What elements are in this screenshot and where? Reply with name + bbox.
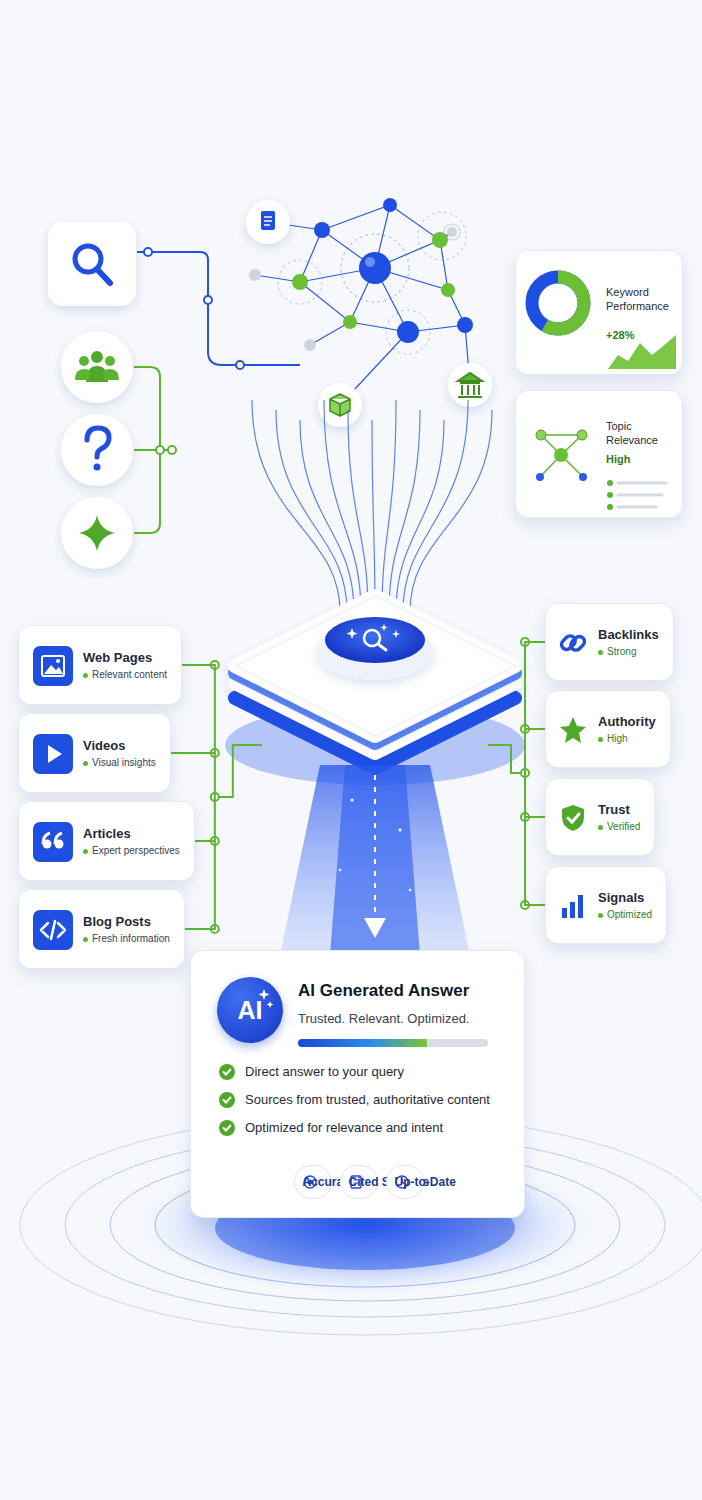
node-text: Expert perspectives [83, 845, 180, 856]
connector [525, 817, 545, 905]
check-icon [219, 1092, 235, 1112]
node-title: Topic Relevance [606, 419, 680, 447]
node-text: High [606, 453, 680, 465]
connector [525, 642, 545, 729]
data-stream [252, 400, 340, 612]
data-stream [389, 410, 420, 612]
source-card: ArticlesExpert perspectives [18, 801, 195, 881]
signal-card: BacklinksStrong [545, 603, 674, 681]
signal-card: TrustVerified [545, 778, 655, 856]
node-text: Sources from trusted, authoritative cont… [245, 1092, 490, 1108]
icon [516, 391, 684, 523]
answer-card: AI Generated AnswerTrusted. Relevant. Op… [190, 950, 525, 1218]
node-text: Optimized for relevance and intent [245, 1120, 443, 1136]
search-platform [225, 596, 525, 785]
chip: Up-to-Date [386, 1165, 424, 1199]
data-streams [252, 400, 492, 612]
light-beam [280, 765, 470, 955]
node-title: Up-to-Date [395, 1175, 456, 1189]
node-text: High [598, 733, 656, 744]
icon [33, 822, 73, 866]
source-card: VideosVisual insights [18, 713, 171, 793]
node-title: AI Generated Answer [298, 981, 469, 1001]
icon [558, 628, 588, 662]
data-stream [410, 410, 492, 612]
source-card: Blog PostsFresh information [18, 889, 185, 969]
node-title: Blog Posts [83, 914, 170, 929]
connector [525, 729, 545, 817]
icon [33, 910, 73, 954]
icon [558, 891, 588, 925]
node-text: Visual insights [83, 757, 156, 768]
graph-nodes [246, 198, 492, 427]
knowledge-graph [255, 205, 470, 405]
metric-card: Topic RelevanceHigh [515, 390, 683, 518]
data-stream [372, 420, 375, 612]
node-text: Direct answer to your query [245, 1064, 404, 1080]
ai-badge: AI [217, 977, 283, 1043]
node-text: Relevant content [83, 669, 167, 680]
data-stream [348, 410, 368, 612]
source-card: Web PagesRelevant content [18, 625, 182, 705]
node-title: Videos [83, 738, 156, 753]
data-stream [276, 410, 347, 612]
icon [33, 734, 73, 778]
node-title: Web Pages [83, 650, 167, 665]
node-title: Trust [598, 802, 640, 817]
icon [558, 715, 588, 749]
icon [516, 251, 684, 380]
query-icons [48, 222, 300, 569]
chip: Cited Sources [340, 1165, 378, 1199]
connectors [171, 642, 545, 929]
check-icon [219, 1064, 235, 1084]
node-title: Articles [83, 826, 180, 841]
node-title: Signals [598, 890, 652, 905]
node-text: Strong [598, 646, 659, 657]
node-title: Backlinks [598, 627, 659, 642]
node-title: Keyword Performance [606, 285, 680, 313]
node-text: Optimized [598, 909, 652, 920]
wires [211, 638, 529, 933]
metric-card: Keyword Performance +28% [515, 250, 683, 375]
wire [488, 745, 525, 773]
node-title: Authority [598, 714, 656, 729]
node-text: +28% [606, 329, 680, 341]
icon [558, 803, 588, 837]
node-text: Verified [598, 821, 640, 832]
node-title: AI [238, 996, 263, 1025]
signal-card: AuthorityHigh [545, 690, 671, 768]
node-text: Trusted. Relevant. Optimized. [298, 1011, 469, 1026]
check-icon [219, 1120, 235, 1140]
data-stream [396, 420, 444, 612]
signal-card: SignalsOptimized [545, 866, 667, 944]
wire [215, 745, 262, 797]
data-stream [382, 400, 396, 612]
chip: Accurate [294, 1165, 332, 1199]
icon [33, 646, 73, 690]
data-stream [403, 400, 468, 612]
node-text: Fresh information [83, 933, 170, 944]
progress-bar [298, 1039, 488, 1047]
